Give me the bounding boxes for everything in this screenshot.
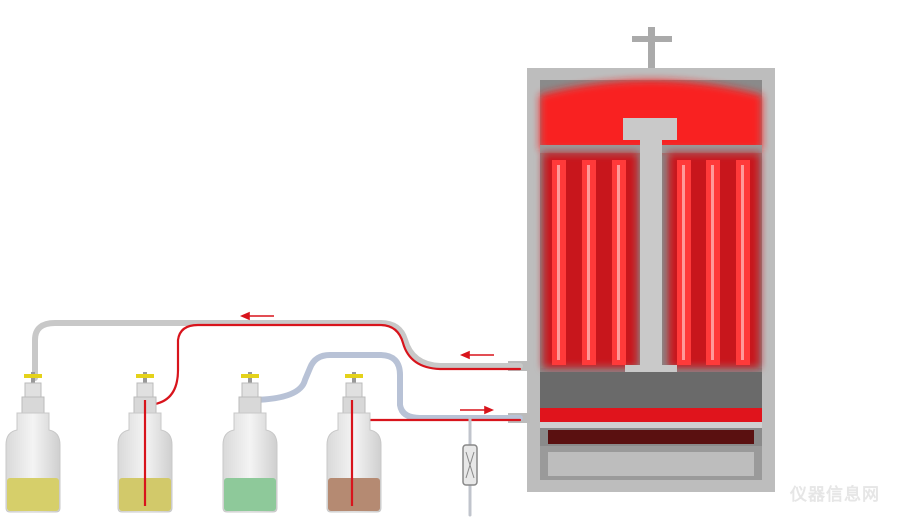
inlet-pipe-blue [245, 352, 523, 421]
liquid [328, 478, 380, 511]
liquid [224, 478, 276, 511]
bottle [222, 372, 278, 513]
bottle [5, 372, 61, 513]
heater-plate [540, 408, 762, 422]
bottle [326, 372, 382, 513]
reactor [508, 27, 775, 492]
valve-knob[interactable] [24, 374, 42, 378]
liquid [7, 478, 59, 511]
outlet-flow-red [143, 323, 522, 507]
valve-knob[interactable] [345, 374, 363, 378]
inline-filter [462, 444, 478, 486]
valve-knob[interactable] [241, 374, 259, 378]
watermark: 仪器信息网 [790, 485, 880, 504]
pipes [32, 320, 523, 517]
valve-knob[interactable] [136, 374, 154, 378]
outlet-pipe-gray [32, 320, 523, 381]
